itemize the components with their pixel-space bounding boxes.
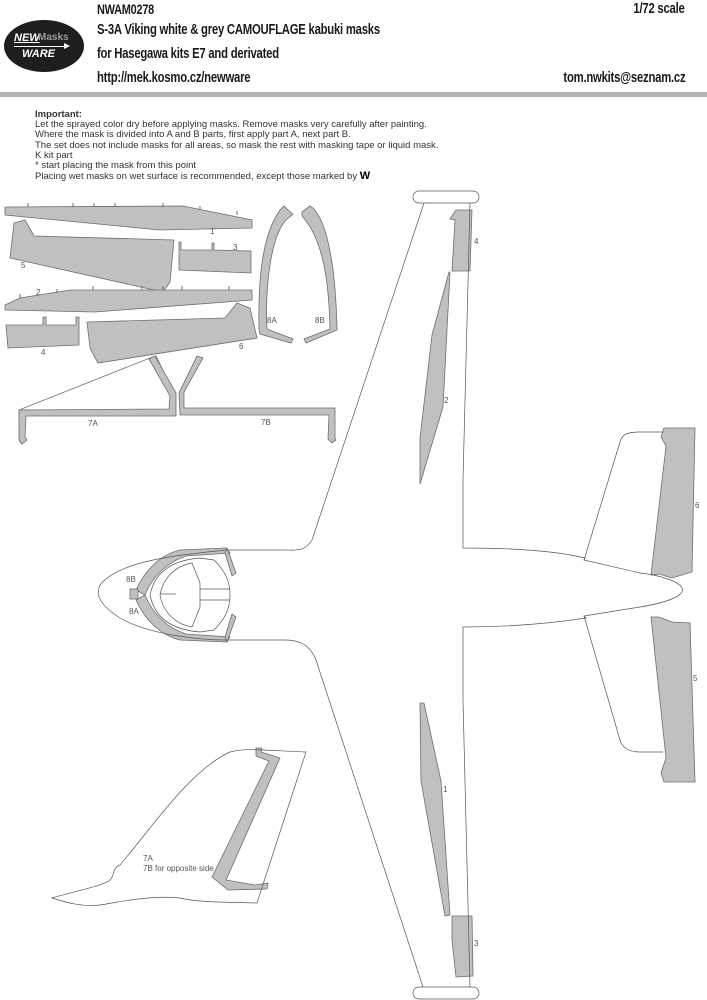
label-part-1: 1: [210, 227, 215, 236]
label-part-5: 5: [21, 261, 26, 270]
diagram-label-7a: 7A: [143, 854, 153, 863]
diagram-label-3: 3: [474, 939, 479, 948]
scale-label: 1/72 scale: [633, 1, 685, 17]
wingtip-top: [412, 190, 480, 204]
diagram-mask-1: [419, 702, 451, 917]
diagram-label-8a: 8A: [129, 607, 139, 616]
diagram-mask-2: [419, 271, 451, 485]
product-title: S-3A Viking white & grey CAMOUFLAGE kabu…: [97, 22, 380, 38]
mask-part-8a: [258, 205, 294, 344]
label-part-2: 2: [36, 288, 41, 297]
diagram-mask-4: [449, 209, 473, 272]
wet-marker: W: [359, 170, 371, 183]
logo-text-ware: WARE: [22, 48, 55, 60]
label-part-8a: 8A: [267, 316, 277, 325]
website-link[interactable]: http://mek.kosmo.cz/newware: [97, 70, 251, 86]
logo-arrowhead-icon: [64, 43, 70, 49]
stabilizer-bottom-outline: [583, 615, 663, 753]
instructions-block: Important: Let the sprayed color dry bef…: [35, 109, 439, 183]
mask-part-6: [86, 302, 258, 364]
diagram-label-7b-note: 7B for opposite side: [143, 864, 214, 873]
diagram-label-1: 1: [443, 785, 448, 794]
mask-part-8b: [301, 205, 338, 344]
diagram-label-4: 4: [474, 237, 479, 246]
mask-part-7b: [178, 355, 337, 444]
instruction-line: Let the sprayed color dry before applyin…: [35, 119, 427, 131]
label-part-4: 4: [41, 348, 46, 357]
logo-text-masks: Masks: [38, 32, 69, 43]
mask-part-4: [5, 316, 80, 349]
instruction-line: Where the mask is divided into A and B p…: [35, 129, 351, 141]
product-code: NWAM0278: [97, 1, 155, 17]
diagram-mask-3: [451, 915, 474, 978]
newware-logo: NEW Masks WARE: [4, 20, 84, 72]
label-part-7b: 7B: [261, 418, 271, 427]
fin-outline: [50, 749, 307, 906]
diagram-label-8b: 8B: [126, 575, 136, 584]
logo-text-new: NEW: [14, 32, 40, 44]
diagram-label-2: 2: [444, 396, 449, 405]
label-part-6: 6: [239, 342, 244, 351]
instruction-line: * start placing the mask from this point: [35, 160, 197, 172]
wingtip-bottom: [412, 986, 480, 1000]
diagram-mask-5: [650, 616, 696, 783]
mask-part-3: [178, 241, 252, 274]
label-part-7a: 7A: [88, 419, 98, 428]
instructions-heading: Important:: [35, 109, 82, 120]
mask-part-1: [4, 205, 253, 231]
instruction-line: The set does not include masks for all a…: [35, 139, 439, 151]
diagram-label-5: 5: [693, 674, 698, 683]
label-part-3: 3: [233, 243, 238, 252]
email-link[interactable]: tom.nwkits@seznam.cz: [563, 70, 685, 86]
stabilizer-top-outline: [583, 431, 663, 561]
product-subtitle: for Hasegawa kits E7 and derivated: [97, 46, 279, 62]
diagram-canopy-frame: [135, 547, 231, 596]
diagram-label-6: 6: [695, 501, 700, 510]
diagram-fin-frame: [211, 747, 281, 891]
diagram-mask-6: [650, 427, 696, 579]
label-part-8b: 8B: [315, 316, 325, 325]
mask-part-5: [9, 219, 175, 293]
logo-arrow-icon: [14, 46, 66, 47]
instruction-line: Placing wet masks on wet surface is reco…: [35, 170, 371, 183]
fuselage-outline: [97, 202, 425, 988]
instruction-line: K kit part: [35, 149, 73, 161]
mask-part-2: [4, 289, 253, 313]
header-divider: [0, 92, 707, 97]
mask-part-7a: [18, 355, 176, 445]
